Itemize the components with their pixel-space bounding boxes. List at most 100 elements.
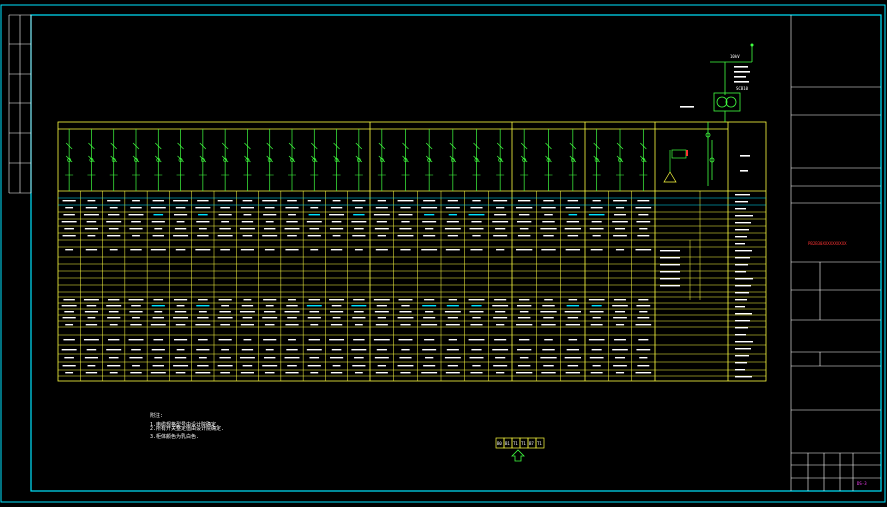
description-text-mark (735, 327, 748, 329)
cell-text-mark (217, 317, 233, 319)
cell-text-mark (635, 249, 652, 251)
cell-text-mark (564, 228, 581, 230)
cell-text-mark (614, 311, 626, 313)
cell-text-mark (399, 311, 412, 313)
cell-text-mark (217, 235, 233, 237)
cabinet-feeder (154, 129, 163, 191)
cell-text-mark (263, 299, 277, 301)
cell-text-mark (613, 235, 627, 237)
cell-text-mark (86, 305, 97, 307)
title-block-red-label: PB2B30XXXXXXXXXX (808, 241, 847, 246)
cell-text-mark (239, 311, 255, 313)
cell-text-mark (446, 305, 459, 307)
cell-text-mark (493, 365, 508, 367)
cell-text-mark (308, 339, 320, 341)
cell-text-mark (589, 228, 604, 230)
cell-text-mark (592, 235, 601, 237)
description-text-mark (735, 201, 748, 203)
cell-text-mark (218, 339, 232, 341)
cell-text-mark (61, 349, 77, 351)
transformer-top-label: 10kV (730, 54, 740, 59)
cell-text-mark (445, 372, 460, 374)
cell-text-mark (310, 207, 319, 209)
cell-text-mark (377, 317, 386, 319)
cell-text-mark (353, 214, 365, 216)
cell-text-mark (373, 299, 390, 301)
cell-text-mark (108, 339, 120, 341)
cell-text-mark (376, 221, 387, 223)
cell-text-mark (310, 372, 319, 374)
cell-text-mark (197, 317, 209, 319)
description-text-mark (735, 376, 752, 378)
cell-text-mark (109, 207, 118, 209)
cell-text-mark (198, 339, 208, 341)
cell-text-mark (285, 324, 299, 326)
cell-text-mark (265, 349, 274, 351)
cell-text-mark (151, 305, 165, 307)
cell-text-mark (516, 207, 533, 209)
inner-border (30, 14, 882, 492)
cell-text-mark (132, 365, 140, 367)
cell-text-mark (240, 249, 255, 251)
cell-text-mark (130, 207, 142, 209)
cell-text-mark (542, 349, 555, 351)
cell-text-mark (517, 235, 531, 237)
cell-text-mark (516, 249, 533, 251)
cell-text-mark (262, 200, 278, 202)
cell-text-mark (285, 207, 299, 209)
cell-text-mark (63, 299, 75, 301)
cell-text-mark (352, 365, 366, 367)
description-text-mark (735, 250, 752, 252)
cell-text-mark (447, 235, 458, 237)
cell-text-mark (240, 372, 255, 374)
cell-text-mark (62, 317, 76, 319)
cell-text-mark (351, 305, 367, 307)
cell-text-mark (492, 305, 509, 307)
cell-text-mark (263, 214, 277, 216)
cell-text-mark (421, 207, 438, 209)
cell-text-mark (448, 214, 457, 216)
cell-text-mark (639, 228, 648, 230)
cell-text-mark (309, 311, 320, 313)
cell-text-mark (264, 357, 276, 359)
cell-text-mark (568, 339, 578, 341)
cell-text-mark (87, 365, 96, 367)
cell-text-mark (285, 372, 299, 374)
cell-text-mark (517, 317, 531, 319)
cell-text-mark (567, 200, 579, 202)
cell-text-mark (615, 207, 625, 209)
cell-text-mark (516, 305, 532, 307)
cell-text-mark (375, 207, 388, 209)
cell-text-mark (445, 249, 460, 251)
cell-text-mark (306, 221, 322, 223)
description-text-mark (735, 362, 747, 364)
cabinet-feeder (544, 129, 553, 191)
cell-text-mark (87, 317, 96, 319)
cell-text-mark (153, 339, 164, 341)
cell-text-mark (217, 200, 233, 202)
cell-text-mark (541, 249, 556, 251)
busbar-section-label: B7 (529, 441, 534, 446)
description-text-mark (735, 313, 752, 315)
cell-text-mark (129, 357, 143, 359)
cell-text-mark (614, 299, 626, 301)
cell-text-mark (636, 349, 651, 351)
cell-text-mark (130, 324, 142, 326)
cell-text-mark (353, 299, 365, 301)
cabinet-feeder (401, 129, 410, 191)
description-text-mark (735, 348, 751, 350)
cell-text-mark (425, 311, 434, 313)
cell-text-mark (284, 228, 300, 230)
cell-text-mark (195, 249, 211, 251)
cell-text-mark (240, 324, 255, 326)
cabinet-feeder (332, 129, 341, 191)
cell-text-mark (400, 207, 411, 209)
cell-text-mark (83, 299, 99, 301)
cell-text-mark (128, 299, 144, 301)
cell-text-mark (307, 235, 321, 237)
cell-text-mark (308, 214, 320, 216)
cell-text-mark (639, 311, 648, 313)
cell-text-mark (398, 299, 413, 301)
cell-text-mark (470, 249, 483, 251)
cell-text-mark (309, 357, 320, 359)
